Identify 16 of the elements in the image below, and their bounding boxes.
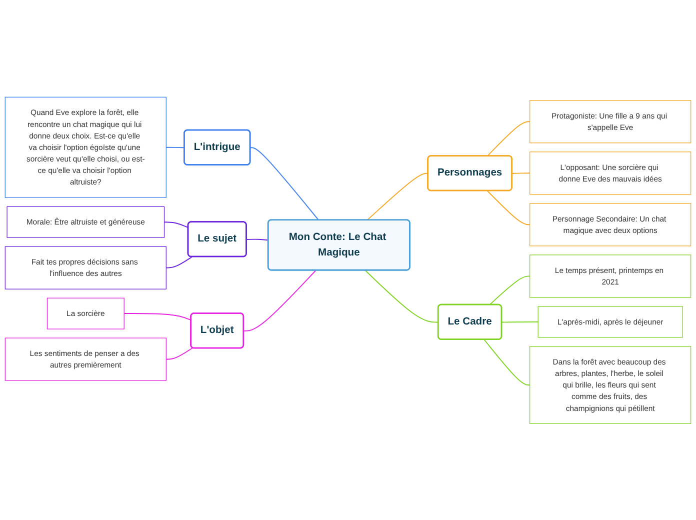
connector xyxy=(366,172,429,220)
connector xyxy=(501,321,539,322)
connector xyxy=(486,120,530,156)
connector xyxy=(166,146,185,148)
connector xyxy=(164,221,189,228)
connector xyxy=(512,172,530,174)
connector xyxy=(364,270,439,322)
connector xyxy=(124,312,192,320)
connector xyxy=(243,270,316,331)
connector xyxy=(489,275,530,305)
connector xyxy=(484,338,530,386)
connector xyxy=(486,190,530,225)
connector xyxy=(166,256,192,268)
connector xyxy=(246,238,269,240)
connector xyxy=(166,346,194,360)
connector xyxy=(250,146,320,220)
